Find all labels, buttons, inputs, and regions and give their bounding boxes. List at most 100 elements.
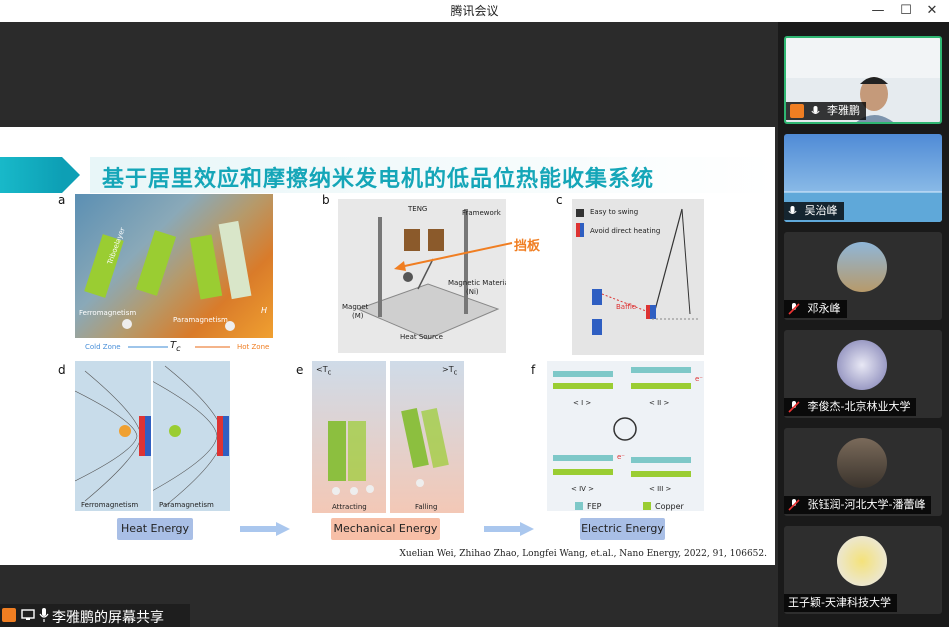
person-icon: [2, 608, 16, 622]
screen-share-bar[interactable]: 李雅鹏的屏幕共享: [0, 604, 190, 627]
legend-heating-swatch: [576, 223, 584, 237]
mic-on-icon: [788, 205, 797, 214]
state-4-label: < IV >: [571, 485, 595, 493]
cold-arrow: [128, 346, 168, 348]
panel-d-label: d: [58, 363, 66, 377]
teng-label: TENG: [408, 205, 428, 213]
baffle-annotation: 挡板: [514, 239, 541, 254]
minimize-button[interactable]: —: [871, 3, 885, 18]
ferromagnetism-caption: Ferromagnetism: [81, 501, 139, 509]
falling-caption: Falling: [415, 503, 438, 511]
magnet-m-label: (M): [352, 312, 364, 320]
cold-zone-label: Cold Zone: [85, 343, 121, 351]
electron-label-top: e⁻: [695, 375, 704, 383]
close-button[interactable]: ✕: [926, 3, 938, 18]
panel-c-image: Easy to swing Avoid direct heating Baffl…: [572, 199, 704, 355]
shared-screen-area: 基于居里效应和摩擦纳米发电机的低品位热能收集系统 a Triboelayer F…: [0, 22, 778, 627]
attracting-caption: Attracting: [332, 503, 367, 511]
participant-tile-3[interactable]: 邓永峰: [784, 232, 942, 320]
title-banner-arrow: [62, 157, 80, 193]
flow-arrow-2: [484, 522, 534, 536]
magnet-label: Magnet: [342, 303, 369, 311]
panel-c-drawing: [592, 208, 698, 335]
legend-copper: Copper: [655, 502, 684, 511]
baffle-label: Baffle: [616, 303, 637, 311]
electric-energy-label: Electric Energy: [580, 518, 665, 540]
participant-name-2: 吴治峰: [804, 204, 838, 217]
flow-arrow-1: [240, 522, 290, 536]
participant-tile-4[interactable]: 李俊杰-北京林业大学: [784, 330, 942, 418]
legend-fep: FEP: [587, 502, 602, 511]
panel-f-drawing: [553, 367, 691, 510]
participant-name-6: 王子颖-天津科技大学: [788, 596, 891, 609]
heat-energy-label: Heat Energy: [117, 518, 193, 540]
panel-e-label: e: [296, 363, 304, 377]
state-3-label: < III >: [649, 485, 672, 493]
participant-name-3: 邓永峰: [807, 302, 841, 315]
participant-name-bar-4: 李俊杰-北京林业大学: [784, 398, 917, 416]
panel-e-image: <Tc >Tc Attracting Falling: [312, 361, 464, 513]
panel-b-drawing: [356, 209, 500, 340]
panel-c-label: c: [556, 193, 563, 207]
hot-arrow: [195, 346, 230, 348]
panel-d-drawing: [75, 361, 229, 511]
window-title: 腾讯会议: [450, 4, 499, 18]
participant-avatar-6: [837, 536, 887, 586]
panel-f-label: f: [531, 363, 536, 377]
participant-name-bar-6: 王子颖-天津科技大学: [784, 594, 897, 612]
paramagnetism-caption: Paramagnetism: [159, 501, 214, 509]
above-tc-label: >Tc: [442, 365, 458, 377]
panel-a-text-3: Paramagnetism: [173, 316, 228, 324]
screen-icon: [21, 609, 35, 620]
participant-avatar-3: [837, 242, 887, 292]
participant-name-bar-3: 邓永峰: [784, 300, 847, 318]
participant-tile-5[interactable]: 张钰润-河北大学-潘蕾峰: [784, 428, 942, 516]
state-1-label: < I >: [573, 399, 592, 407]
panel-d-image: Ferromagnetism Paramagnetism: [75, 361, 230, 511]
mic-on-icon: [810, 105, 820, 114]
participant-name-bar-5: 张钰润-河北大学-潘蕾峰: [784, 496, 932, 514]
magnetic-material-label: Magnetic Material: [448, 279, 506, 287]
electron-label-bottom: e⁻: [617, 453, 626, 461]
framework-label: Framework: [462, 209, 501, 217]
screen-share-label: 李雅鹏的屏幕共享: [52, 610, 164, 626]
heat-source-label: Heat Source: [400, 333, 443, 341]
participant-sidebar: 李雅鹏 吴治峰: [778, 22, 949, 627]
baffle-annotation-arrow: [394, 242, 513, 271]
curie-temp-label: Tc: [170, 340, 181, 353]
window-titlebar: 腾讯会议 — ☐ ✕: [0, 0, 949, 22]
participant-name-5: 张钰润-河北大学-潘蕾峰: [807, 498, 926, 511]
ni-label: (Ni): [466, 288, 479, 296]
microphone-icon: [39, 608, 49, 622]
legend-heating-text: Avoid direct heating: [590, 227, 661, 235]
legend-swing-swatch: [576, 209, 584, 217]
participant-name-bar-1: 李雅鹏: [786, 102, 866, 120]
panel-a-text-2: Ferromagnetism: [79, 309, 137, 317]
below-tc-label: <Tc: [316, 365, 332, 377]
presentation-slide: 基于居里效应和摩擦纳米发电机的低品位热能收集系统 a Triboelayer F…: [0, 127, 775, 565]
legend-swing-text: Easy to swing: [590, 208, 639, 216]
panel-a-image: Triboelayer Ferromagnetism Paramagnetism…: [75, 194, 273, 338]
panel-b-image: TENG Framework Magnetic Material (Ni) Ma…: [338, 199, 506, 353]
mic-muted-icon: [788, 401, 800, 413]
participant-name-1: 李雅鹏: [827, 104, 860, 117]
participant-avatar-4: [837, 340, 887, 390]
mechanical-energy-label: Mechanical Energy: [331, 518, 440, 540]
state-2-label: < II >: [649, 399, 670, 407]
panel-b-label: b: [322, 193, 330, 207]
participant-tile-2[interactable]: 吴治峰: [784, 134, 942, 222]
participant-tile-1[interactable]: 李雅鹏: [784, 36, 942, 124]
host-icon: [790, 104, 804, 118]
panel-a-drawing: [84, 220, 252, 331]
participant-avatar-5: [837, 438, 887, 488]
participant-name-4: 李俊杰-北京林业大学: [807, 400, 911, 413]
panel-a-label: a: [58, 193, 66, 207]
hot-zone-label: Hot Zone: [237, 343, 270, 351]
title-banner-accent: [0, 157, 62, 193]
mic-muted-icon: [788, 499, 800, 511]
maximize-button[interactable]: ☐: [900, 3, 912, 18]
slide-title: 基于居里效应和摩擦纳米发电机的低品位热能收集系统: [102, 167, 655, 192]
participant-tile-6[interactable]: 王子颖-天津科技大学: [784, 526, 942, 614]
panel-e-drawing: [328, 407, 449, 495]
title-banner: [90, 157, 775, 193]
